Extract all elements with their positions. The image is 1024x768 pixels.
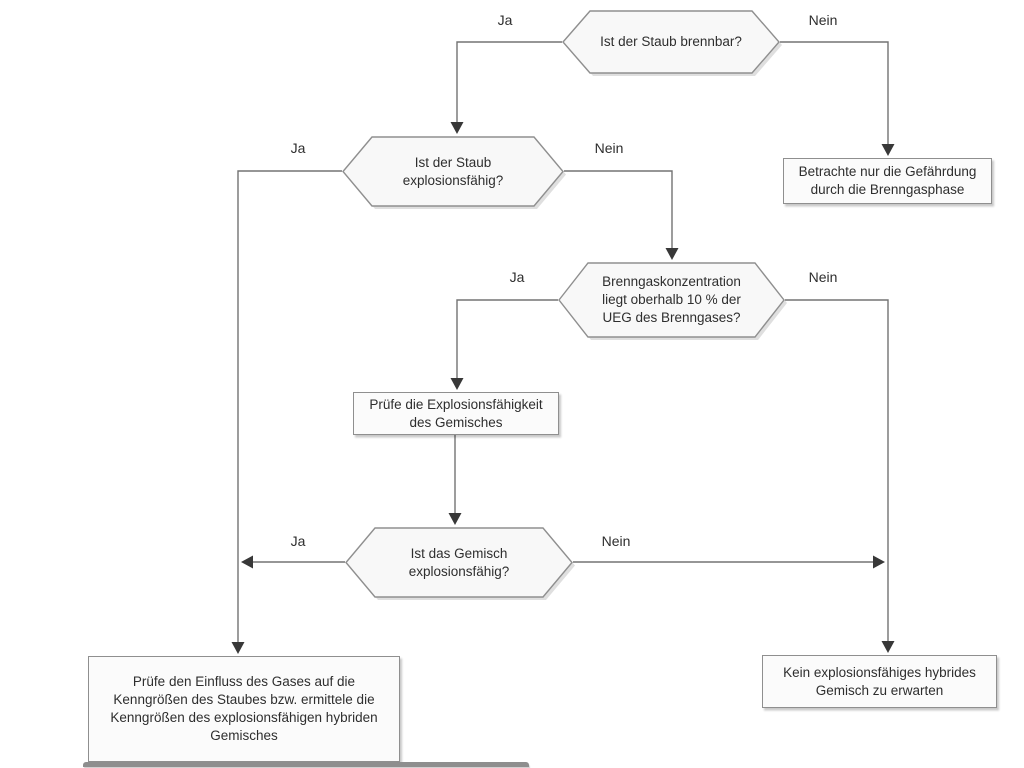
- process-betrachte-brenngasphase: Betrachte nur die Gefährdung durch die B…: [783, 158, 992, 204]
- process-kein-hybrides-gemisch-label: Kein explosionsfähiges hybrides Gemisch …: [783, 664, 976, 698]
- hexagon-shape: [345, 527, 575, 600]
- process-pruefe-einfluss-gas-label: Prüfe den Einfluss des Gases auf die Ken…: [110, 674, 378, 743]
- edge-label-nein: Nein: [594, 140, 624, 156]
- edge-label-ja: Ja: [509, 269, 525, 285]
- arrow-down-icon: [448, 513, 462, 525]
- arrow-right-icon: [873, 555, 885, 569]
- decision-staub-explosionsfaehig-label: Ist der Staub explosionsfähig?: [402, 154, 504, 188]
- edge-staub-explosionsfaehig-nein-line: [564, 170, 673, 249]
- edge-staub-explosionsfaehig-ja-line: [237, 170, 342, 643]
- hexagon-shape: [562, 10, 782, 76]
- edge-label-ja: Ja: [497, 12, 513, 28]
- decision-brenngaskonzentration: Brenngaskonzentration liegt oberhalb 10 …: [558, 262, 787, 340]
- edge-label-ja: Ja: [290, 140, 306, 156]
- edge-label-ja: Ja: [290, 533, 306, 549]
- process-betrachte-brenngasphase-label: Betrachte nur die Gefährdung durch die B…: [798, 164, 977, 197]
- process-pruefe-gemisch: Prüfe die Explosionsfähigkeit des Gemisc…: [353, 392, 559, 435]
- process-pruefe-gemisch-label: Prüfe die Explosionsfähigkeit des Gemisc…: [369, 396, 543, 430]
- hexagon-shape: [558, 262, 787, 340]
- decision-staub-brennbar-label: Ist der Staub brennbar?: [600, 34, 742, 50]
- edge-label-nein: Nein: [808, 269, 838, 285]
- edge-label-nein: Nein: [601, 533, 631, 549]
- decision-gemisch-explosionsfaehig: Ist das Gemisch explosionsfähig?: [345, 527, 575, 600]
- edge-staub-brennbar-ja-line: [456, 41, 562, 123]
- edge-staub-brennbar-nein-line: [780, 41, 889, 145]
- decision-brenngaskonzentration-label: Brenngaskonzentration liegt oberhalb 10 …: [602, 274, 741, 325]
- edge-brenngaskonzentration-nein-line: [785, 299, 889, 642]
- edge-label-nein: Nein: [808, 12, 838, 28]
- arrow-down-icon: [881, 641, 895, 653]
- hexagon-shape: [342, 136, 566, 209]
- process-kein-hybrides-gemisch: Kein explosionsfähiges hybrides Gemisch …: [762, 655, 997, 708]
- arrow-down-icon: [450, 122, 464, 134]
- process-pruefe-einfluss-gas: Prüfe den Einfluss des Gases auf die Ken…: [88, 656, 400, 762]
- arrow-down-icon: [665, 248, 679, 260]
- arrow-down-icon: [450, 378, 464, 390]
- arrow-left-icon: [241, 555, 253, 569]
- decision-staub-brennbar: Ist der Staub brennbar?: [562, 10, 782, 76]
- decision-gemisch-explosionsfaehig-label: Ist das Gemisch explosionsfähig?: [408, 545, 510, 579]
- arrow-down-icon: [231, 642, 245, 654]
- edge-brenngaskonzentration-ja-line: [456, 299, 558, 379]
- arrow-down-icon: [881, 144, 895, 156]
- decision-staub-explosionsfaehig: Ist der Staub explosionsfähig?: [342, 136, 566, 209]
- cropped-box-top-edge: [83, 762, 529, 767]
